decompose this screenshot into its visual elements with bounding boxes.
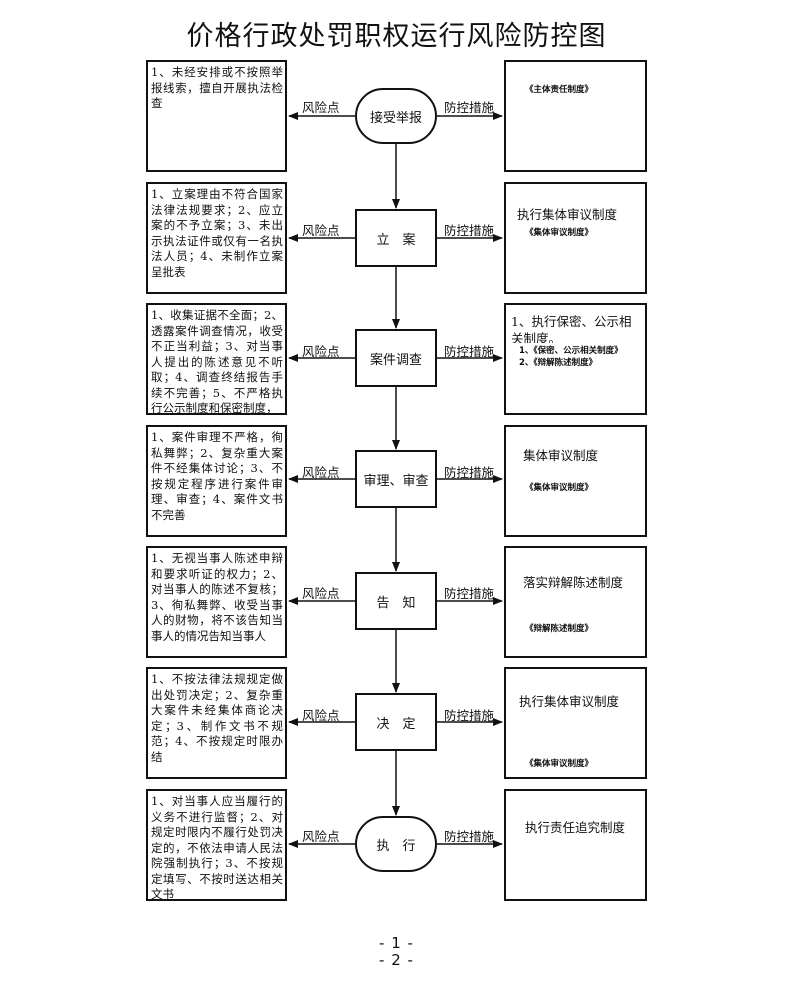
control-main: 集体审议制度 [523, 448, 599, 463]
control-box-accept-report: 《主体责任制度》 [504, 60, 647, 172]
control-main: 执行责任追究制度 [525, 820, 626, 835]
control-main: 执行集体审议制度 [517, 207, 618, 222]
risk-label: 风险点 [302, 829, 340, 844]
risk-label: 风险点 [302, 223, 340, 238]
node-accept-report: 接受举报 [355, 88, 437, 144]
control-sub: 2、《辩解陈述制度》 [519, 358, 598, 368]
control-sub: 《主体责任制度》 [525, 85, 594, 95]
control-box-execute: 执行责任追究制度 [504, 789, 647, 901]
risk-box-accept-report: 1、未经安排或不按照举报线索，擅自开展执法检查 [146, 60, 287, 172]
control-box-notify: 落实辩解陈述制度 《辩解陈述制度》 [504, 546, 647, 658]
control-label: 防控措施 [444, 465, 495, 480]
control-sub: 《集体审议制度》 [525, 483, 594, 493]
control-sub: 《集体审议制度》 [525, 228, 594, 238]
control-label: 防控措施 [444, 223, 495, 238]
control-main: 执行集体审议制度 [519, 694, 620, 709]
control-box-review: 集体审议制度 《集体审议制度》 [504, 425, 647, 537]
risk-label: 风险点 [302, 465, 340, 480]
node-notify: 告 知 [355, 572, 437, 630]
risk-label: 风险点 [302, 344, 340, 359]
page-number: - 1 - [379, 934, 414, 952]
control-label: 防控措施 [444, 708, 495, 723]
control-box-investigation: 1、执行保密、公示相关制度。 1、《保密、公示相关制度》 2、《辩解陈述制度》 [504, 303, 647, 415]
control-label: 防控措施 [444, 829, 495, 844]
control-sub: 《集体审议制度》 [525, 759, 594, 769]
node-execute: 执 行 [355, 816, 437, 872]
risk-box-review: 1、案件审理不严格，徇私舞弊；2、复杂重大案件不经集体讨论；3、不按规定程序进行… [146, 425, 287, 537]
risk-label: 风险点 [302, 100, 340, 115]
control-sub: 1、《保密、公示相关制度》 [519, 346, 623, 356]
page-number: - 2 - [379, 951, 414, 969]
risk-box-file-case: 1、立案理由不符合国家法律法规要求；2、应立案的不予立案；3、未出示执法证件或仅… [146, 182, 287, 294]
control-box-file-case: 执行集体审议制度 《集体审议制度》 [504, 182, 647, 294]
node-decision: 决 定 [355, 693, 437, 751]
page-title: 价格行政处罚职权运行风险防控图 [186, 21, 607, 52]
node-review: 审理、审查 [355, 450, 437, 508]
risk-box-decision: 1、不按法律法规规定做出处罚决定；2、复杂重大案件未经集体商论决定；3、制作文书… [146, 667, 287, 779]
control-sub: 《辩解陈述制度》 [525, 624, 594, 634]
control-label: 防控措施 [444, 344, 495, 359]
risk-box-notify: 1、无视当事人陈述申辩和要求听证的权力；2、对当事人的陈述不复核；3、徇私舞弊、… [146, 546, 287, 658]
control-main: 1、执行保密、公示相关制度。 [511, 314, 632, 343]
risk-box-execute: 1、对当事人应当履行的义务不进行监督；2、对规定时限内不履行处罚决定的，不依法申… [146, 789, 287, 901]
risk-label: 风险点 [302, 586, 340, 601]
node-file-case: 立 案 [355, 209, 437, 267]
node-investigation: 案件调查 [355, 329, 437, 387]
control-label: 防控措施 [444, 100, 495, 115]
control-label: 防控措施 [444, 586, 495, 601]
control-box-decision: 执行集体审议制度 《集体审议制度》 [504, 667, 647, 779]
risk-box-investigation: 1、收集证据不全面；2、透露案件调查情况，收受不正当利益；3、对当事人提出的陈述… [146, 303, 287, 415]
risk-label: 风险点 [302, 708, 340, 723]
control-main: 落实辩解陈述制度 [523, 575, 624, 590]
